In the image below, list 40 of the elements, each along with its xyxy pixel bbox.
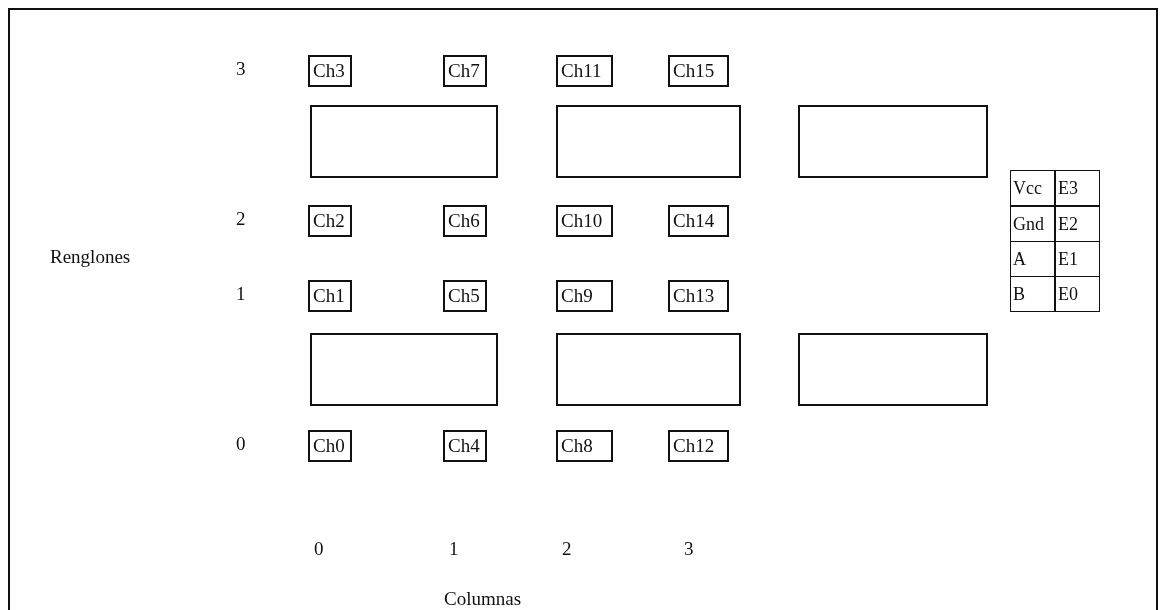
row-number: 3	[236, 58, 246, 80]
channel-box: Ch13	[668, 280, 729, 312]
pin-label: A	[1010, 241, 1055, 277]
row-number: 2	[236, 208, 246, 230]
empty-box	[556, 105, 741, 178]
axis-title: Columnas	[444, 588, 522, 610]
pin-label: E2	[1055, 206, 1100, 242]
column-number: 3	[684, 538, 694, 560]
channel-box: Ch10	[556, 205, 613, 237]
pin-label: B	[1010, 276, 1055, 312]
empty-box	[798, 333, 988, 406]
channel-box: Ch4	[443, 430, 487, 462]
empty-box	[798, 105, 988, 178]
channel-box: Ch12	[668, 430, 729, 462]
channel-box: Ch5	[443, 280, 487, 312]
pin-label: E1	[1055, 241, 1100, 277]
channel-box: Ch11	[556, 55, 613, 87]
empty-box	[310, 333, 498, 406]
channel-box: Ch6	[443, 205, 487, 237]
axis-title: Renglones	[50, 246, 131, 268]
channel-box: Ch15	[668, 55, 729, 87]
empty-box	[556, 333, 741, 406]
channel-box: Ch2	[308, 205, 352, 237]
channel-box: Ch3	[308, 55, 352, 87]
row-number: 0	[236, 433, 246, 455]
row-number: 1	[236, 283, 246, 305]
channel-box: Ch9	[556, 280, 613, 312]
channel-box: Ch7	[443, 55, 487, 87]
pin-label: E0	[1055, 276, 1100, 312]
channel-box: Ch0	[308, 430, 352, 462]
channel-box: Ch14	[668, 205, 729, 237]
column-number: 2	[562, 538, 572, 560]
pin-label: E3	[1055, 170, 1100, 206]
pin-label: Gnd	[1010, 206, 1055, 242]
column-number: 1	[449, 538, 459, 560]
channel-box: Ch1	[308, 280, 352, 312]
channel-box: Ch8	[556, 430, 613, 462]
pin-label: Vcc	[1010, 170, 1055, 206]
empty-box	[310, 105, 498, 178]
column-number: 0	[314, 538, 324, 560]
